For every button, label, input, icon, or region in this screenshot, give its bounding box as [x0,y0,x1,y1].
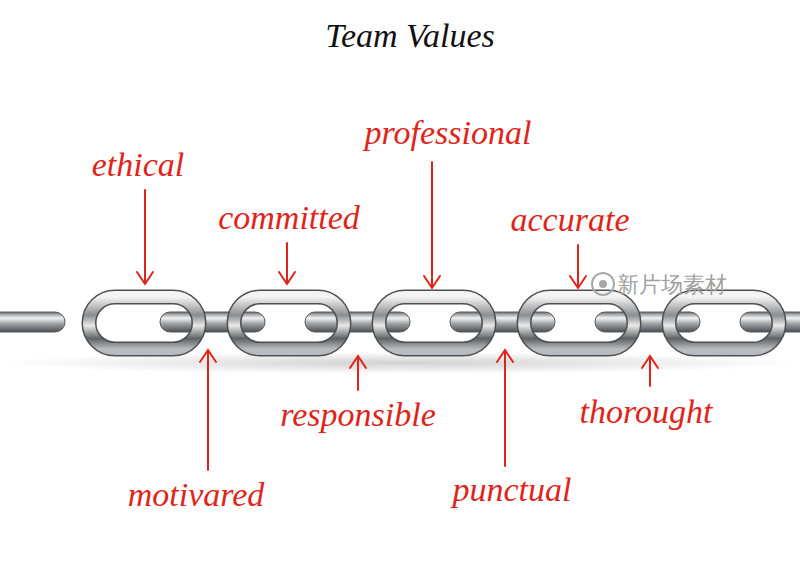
value-label: ethical [92,146,185,183]
chain-links-edge [0,312,800,332]
value-label: responsible [280,396,436,433]
value-label: thorought [580,393,713,430]
value-label: motivared [128,476,265,513]
value-label: professional [365,114,532,151]
chain-links-face [89,297,779,349]
title: Team Values [325,17,495,54]
watermark: 新片场素材 [617,273,727,297]
value-label: committed [218,199,360,236]
watermark-logo [592,273,614,295]
value-label: punctual [453,471,572,508]
value-label: accurate [511,201,630,238]
